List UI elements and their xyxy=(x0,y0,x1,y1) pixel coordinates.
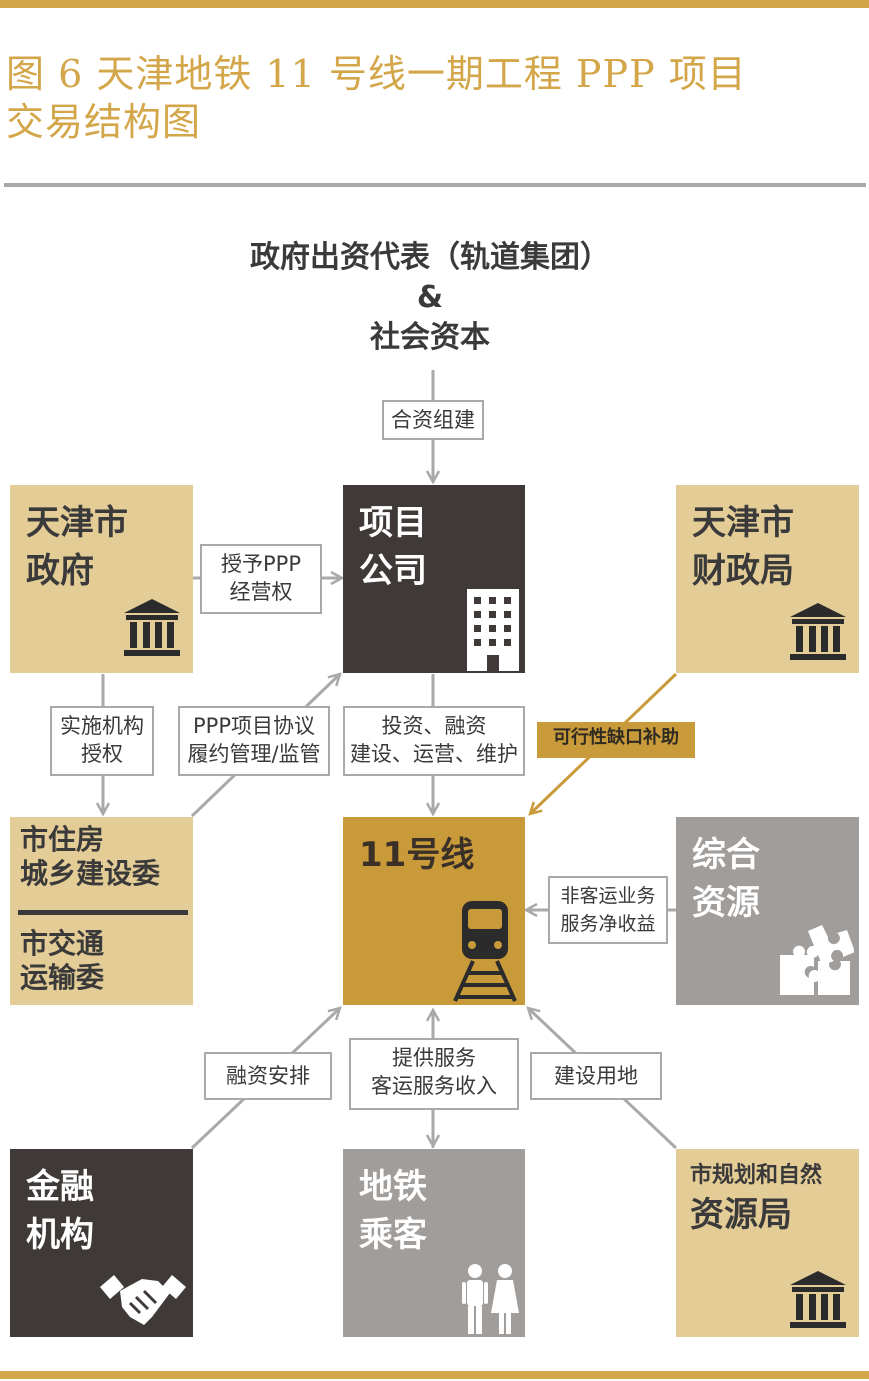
edge-label-agreement: PPP项目协议 履约管理/监管 xyxy=(178,706,330,776)
edge-label-nonfare-line-2: 服务净收益 xyxy=(560,913,656,935)
node-tianjin-government: 天津市 政府 xyxy=(10,485,193,673)
edge-label-authorize: 实施机构 授权 xyxy=(50,706,154,776)
people-icon xyxy=(462,1264,519,1334)
committee-divider xyxy=(18,910,188,915)
node-line-11-label: 11号线 xyxy=(359,835,475,875)
edge-label-service-line-2: 客运服务收入 xyxy=(371,1074,497,1098)
title-rule xyxy=(4,183,866,187)
handshake-icon xyxy=(100,1275,186,1325)
edge-label-service: 提供服务 客运服务收入 xyxy=(349,1038,519,1110)
edge-label-nonfare-line-1: 非客运业务 xyxy=(560,885,656,907)
shareholders-line-3: 社会资本 xyxy=(370,320,490,355)
node-planning-bureau: 市规划和自然 资源局 xyxy=(676,1149,859,1337)
node-financial-line-1: 金融 xyxy=(26,1167,94,1207)
node-project-company: 项目 公司 xyxy=(343,485,525,673)
title-line-1: 图 6 天津地铁 11 号线一期工程 PPP 项目 xyxy=(6,52,747,96)
train-icon xyxy=(453,901,517,1002)
node-housing-line-1: 市住房 xyxy=(20,823,105,856)
node-resources-line-1: 综合 xyxy=(692,835,760,875)
node-metro-passengers: 地铁 乘客 xyxy=(343,1149,525,1337)
government-building-icon xyxy=(790,1271,846,1328)
node-transport-line-2: 运输委 xyxy=(20,961,105,994)
node-finance-bureau-line-1: 天津市 xyxy=(692,503,794,543)
node-project-company-line-2: 公司 xyxy=(359,551,427,591)
node-planning-line-1: 市规划和自然 xyxy=(690,1163,823,1188)
edge-label-jv: 合资组建 xyxy=(382,400,484,440)
edge-label-grant-line-2: 经营权 xyxy=(229,580,293,604)
edge-label-invest-line-2: 建设、运营、维护 xyxy=(350,742,518,766)
shareholders-line-1: 政府出资代表（轨道集团） xyxy=(250,240,610,275)
node-line-11: 11号线 xyxy=(343,817,525,1005)
node-passengers-line-2: 乘客 xyxy=(359,1215,427,1255)
node-finance-bureau-line-2: 财政局 xyxy=(692,551,794,591)
edge-label-agreement-line-2: 履约管理/监管 xyxy=(187,742,321,766)
node-tianjin-government-line-2: 政府 xyxy=(26,551,94,591)
edge-label-invest: 投资、融资 建设、运营、维护 xyxy=(343,706,525,776)
edge-label-land: 建设用地 xyxy=(530,1052,662,1100)
edge-label-grant: 授予PPP 经营权 xyxy=(200,544,322,614)
edge-label-authorize-line-2: 授权 xyxy=(81,742,123,766)
edge-label-nonfare: 非客运业务 服务净收益 xyxy=(548,876,668,944)
node-financial-institutions: 金融 机构 xyxy=(10,1149,193,1337)
edge-label-invest-line-1: 投资、融资 xyxy=(381,714,487,738)
edge-label-subsidy: 可行性缺口补助 xyxy=(537,722,695,758)
edge-label-authorize-line-1: 实施机构 xyxy=(60,714,144,738)
shareholders-line-2: & xyxy=(416,280,444,315)
node-project-company-line-1: 项目 xyxy=(359,503,427,543)
node-finance-bureau: 天津市 财政局 xyxy=(676,485,859,673)
figure-title: 图 6 天津地铁 11 号线一期工程 PPP 项目 交易结构图 xyxy=(6,50,856,146)
government-building-icon xyxy=(790,603,846,660)
node-planning-line-2: 资源局 xyxy=(690,1195,792,1235)
node-financial-line-2: 机构 xyxy=(26,1215,94,1255)
node-tianjin-government-line-1: 天津市 xyxy=(26,503,128,543)
office-building-icon xyxy=(467,589,519,671)
edge-label-grant-line-1: 授予PPP xyxy=(221,552,301,576)
node-resources-line-2: 资源 xyxy=(692,883,760,923)
title-line-2: 交易结构图 xyxy=(6,100,202,144)
node-housing-transport-committee: 市住房 城乡建设委 市交通 运输委 xyxy=(10,817,193,1005)
node-passengers-line-1: 地铁 xyxy=(359,1167,427,1207)
node-comprehensive-resources: 综合 资源 xyxy=(676,817,859,1005)
edge-label-agreement-line-1: PPP项目协议 xyxy=(193,714,315,738)
puzzle-icon xyxy=(780,925,854,995)
bottom-accent-bar xyxy=(0,1371,869,1379)
node-transport-line-1: 市交通 xyxy=(20,927,105,960)
node-housing-line-2: 城乡建设委 xyxy=(20,857,161,890)
top-accent-bar xyxy=(0,0,869,8)
edge-label-financing: 融资安排 xyxy=(204,1052,332,1100)
edge-label-service-line-1: 提供服务 xyxy=(392,1046,476,1070)
government-building-icon xyxy=(124,599,180,656)
